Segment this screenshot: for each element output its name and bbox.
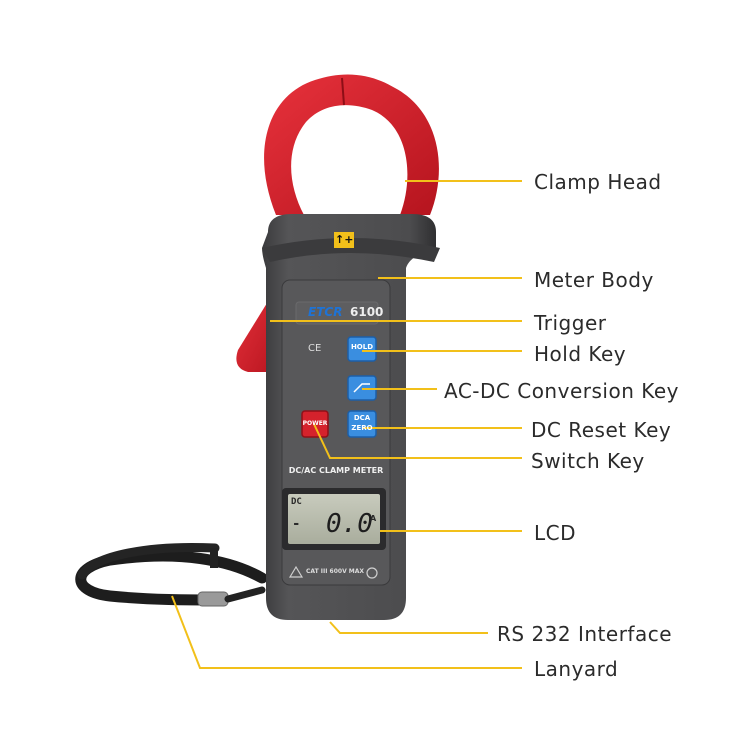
clamp-jaw-seam bbox=[341, 77, 345, 106]
acdc-wave-icon bbox=[353, 383, 370, 393]
panel-title: DC/AC CLAMP METER bbox=[288, 466, 384, 475]
arrow-badge-text: ↑+ bbox=[335, 233, 354, 246]
lanyard-clip bbox=[197, 591, 229, 607]
label-trigger: Trigger bbox=[534, 311, 607, 335]
leader-lines bbox=[171, 180, 522, 669]
label-dc-reset-key: DC Reset Key bbox=[531, 418, 672, 442]
leader-lanyard bbox=[171, 595, 522, 669]
body-shoulder bbox=[262, 238, 440, 262]
ce-mark: CE bbox=[308, 343, 322, 354]
label-hold-key: Hold Key bbox=[534, 342, 627, 366]
lanyard bbox=[75, 543, 268, 607]
label-lanyard: Lanyard bbox=[534, 657, 619, 681]
warning-triangle-icon bbox=[288, 565, 304, 578]
disposal-icon bbox=[366, 567, 378, 579]
model-number: 6100 bbox=[350, 305, 384, 319]
hold-key[interactable] bbox=[347, 336, 377, 362]
label-rs232: RS 232 Interface bbox=[497, 622, 673, 646]
safety-rating: CAT III 600V MAX bbox=[306, 568, 365, 575]
leader-rs232 bbox=[329, 621, 488, 634]
label-clamp-head: Clamp Head bbox=[534, 170, 662, 194]
label-lcd: LCD bbox=[534, 521, 577, 545]
switch-key-label: POWER bbox=[302, 420, 328, 427]
lcd-unit: A bbox=[370, 514, 377, 523]
lcd-mode: DC bbox=[291, 497, 302, 507]
brand-name: ETCR bbox=[308, 305, 343, 319]
clamp-head bbox=[264, 74, 439, 216]
dc-reset-key[interactable] bbox=[347, 410, 377, 438]
label-meter-body: Meter Body bbox=[534, 268, 654, 292]
brand-plate bbox=[295, 301, 379, 325]
leader-switch-key bbox=[313, 423, 522, 459]
label-switch-key: Switch Key bbox=[531, 449, 645, 473]
lcd-screen bbox=[288, 494, 380, 544]
arrow-badge bbox=[334, 232, 354, 248]
label-acdc-key: AC-DC Conversion Key bbox=[444, 379, 679, 403]
lcd-sign: - bbox=[292, 516, 301, 532]
hold-key-label: HOLD bbox=[350, 343, 374, 351]
dc-reset-key-label-2: ZERO bbox=[351, 424, 373, 432]
dc-reset-key-label-1: DCA bbox=[353, 414, 371, 422]
lcd-reading: 0.0 bbox=[326, 509, 373, 539]
